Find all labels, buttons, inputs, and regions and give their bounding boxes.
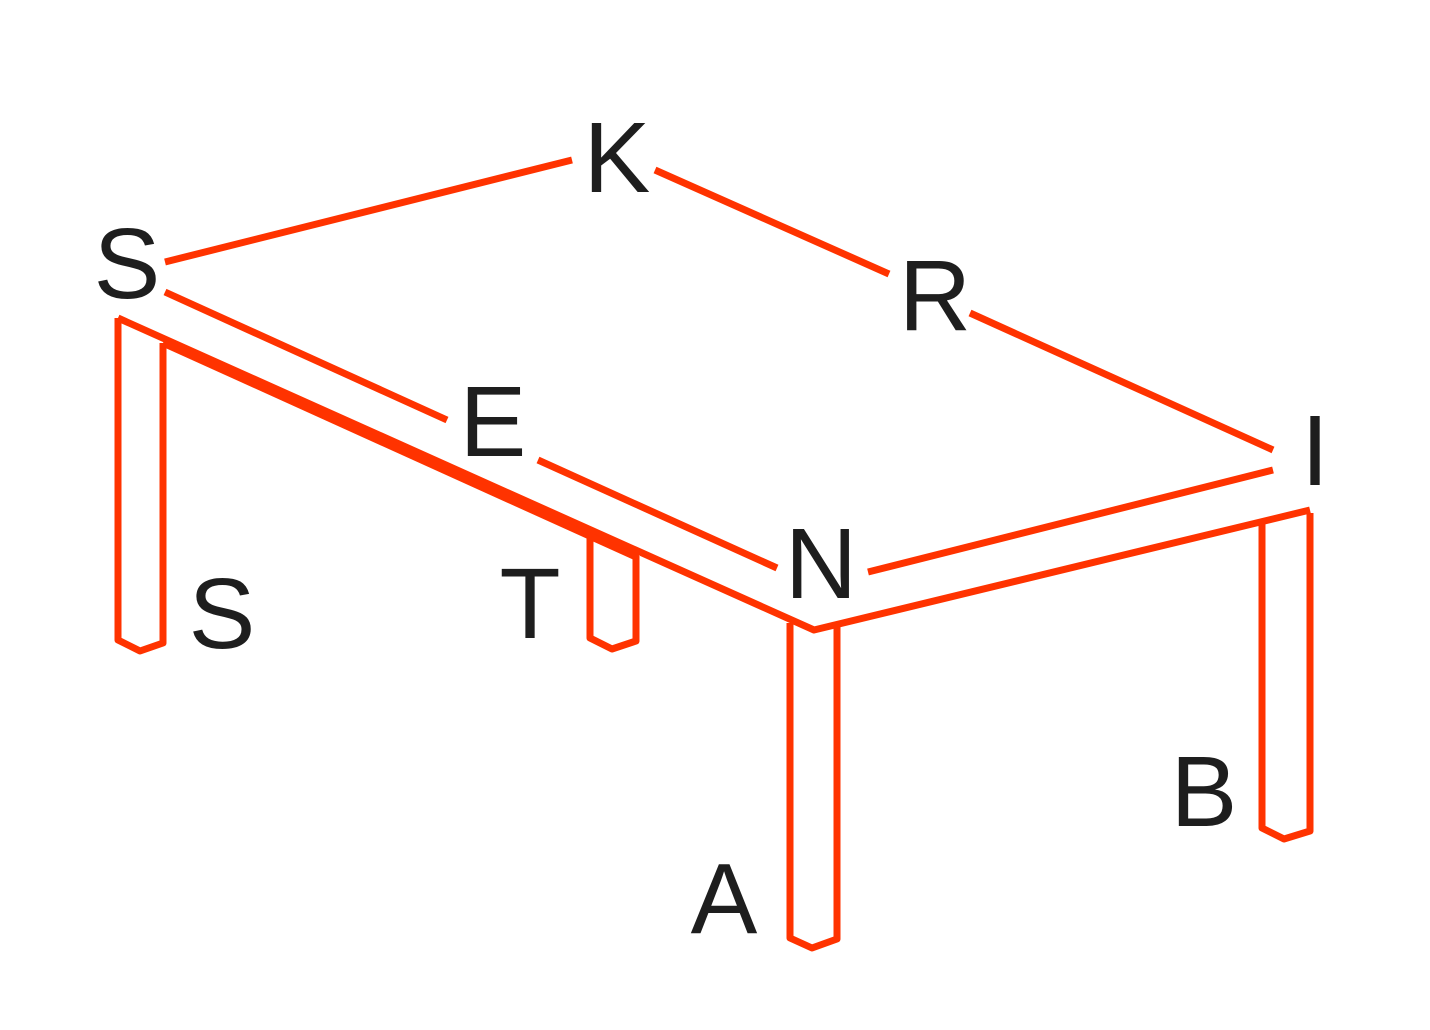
leg-back-left <box>114 318 167 655</box>
letter-top-left: S <box>94 208 161 320</box>
front-edge-lower <box>536 456 779 572</box>
logo-letters: S K R I E N S T A B <box>94 102 1329 955</box>
apron-front <box>116 314 1311 634</box>
leg-middle <box>586 535 640 653</box>
right-edge-upper <box>867 466 1274 576</box>
table-outline <box>114 156 1314 952</box>
letter-right-edge: R <box>899 240 971 352</box>
top-edge-right-lower <box>968 309 1275 454</box>
letter-leg-right: B <box>1171 736 1238 848</box>
letter-front-corner: N <box>785 508 857 620</box>
letter-front-edge: E <box>460 366 527 478</box>
letter-leg-middle: T <box>499 548 560 660</box>
apron-inner-left <box>161 339 640 562</box>
top-edge-left <box>164 156 573 266</box>
letter-leg-front: A <box>691 843 758 955</box>
front-edge-upper <box>163 288 449 424</box>
leg-front <box>786 623 841 952</box>
letter-top: K <box>584 102 651 214</box>
letter-right-corner: I <box>1301 395 1329 507</box>
leg-right <box>1258 513 1314 843</box>
letter-leg-back-left: S <box>189 558 256 670</box>
top-edge-right-upper <box>653 166 891 278</box>
